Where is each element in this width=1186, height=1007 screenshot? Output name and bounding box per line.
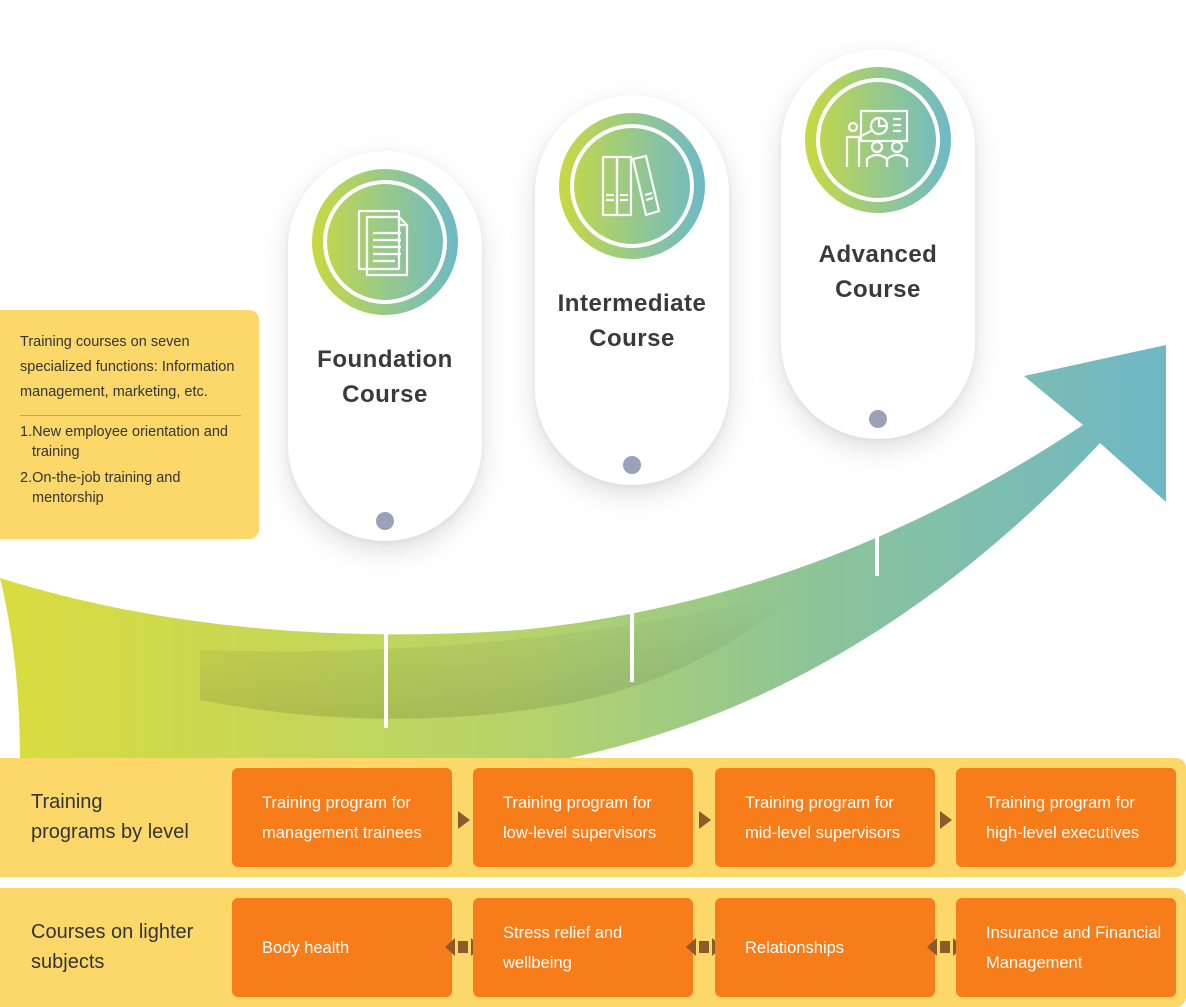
course-title: Intermediate Course: [557, 290, 707, 352]
program-box: Training program for management trainees: [232, 768, 452, 867]
next-arrow-icon: [699, 811, 711, 829]
subject-box: Insurance and Financial Management: [956, 898, 1176, 997]
next-arrow-icon: [458, 811, 470, 829]
books-icon: [601, 154, 661, 217]
presentation-icon: [845, 109, 909, 167]
info-list-item: 1.New employee orientation and training: [20, 424, 228, 460]
program-box: Training program for mid-level superviso…: [715, 768, 935, 867]
intermediate-stem: [630, 474, 634, 682]
program-box: Training program for low-level superviso…: [473, 768, 693, 867]
course-title: Foundation Course: [317, 346, 453, 408]
band-label: Training programs by level: [31, 791, 189, 843]
course-dot: [623, 456, 641, 474]
info-list-item: 2.On-the-job training and mentorship: [20, 470, 181, 506]
advanced-course-card: Advanced Course: [781, 49, 975, 439]
course-dot: [869, 410, 887, 428]
foundation-stem: [384, 530, 388, 728]
document-icon: [357, 209, 409, 277]
course-icon-ring: [805, 67, 951, 213]
advanced-stem: [875, 428, 879, 576]
programs-by-level-band: Training programs by level Training prog…: [0, 758, 1186, 877]
course-icon-ring: [559, 113, 705, 259]
subject-box: Body health: [232, 898, 452, 997]
lighter-subjects-band: Courses on lighter subjects Body health …: [0, 888, 1186, 1007]
next-arrow-icon: [940, 811, 952, 829]
program-box: Training program for high-level executiv…: [956, 768, 1176, 867]
course-icon-ring: [312, 169, 458, 315]
band-label: Courses on lighter subjects: [31, 921, 194, 973]
subject-box: Stress relief and wellbeing: [473, 898, 693, 997]
foundation-course-card: Foundation Course: [288, 151, 482, 541]
course-title: Advanced Course: [818, 241, 938, 303]
course-dot: [376, 512, 394, 530]
subject-box: Relationships: [715, 898, 935, 997]
info-intro-text: Training courses on seven specialized fu…: [20, 330, 241, 416]
intermediate-course-card: Intermediate Course: [535, 95, 729, 485]
growth-arrow-shadow: [200, 590, 800, 719]
specialized-functions-box: Training courses on seven specialized fu…: [0, 310, 259, 539]
